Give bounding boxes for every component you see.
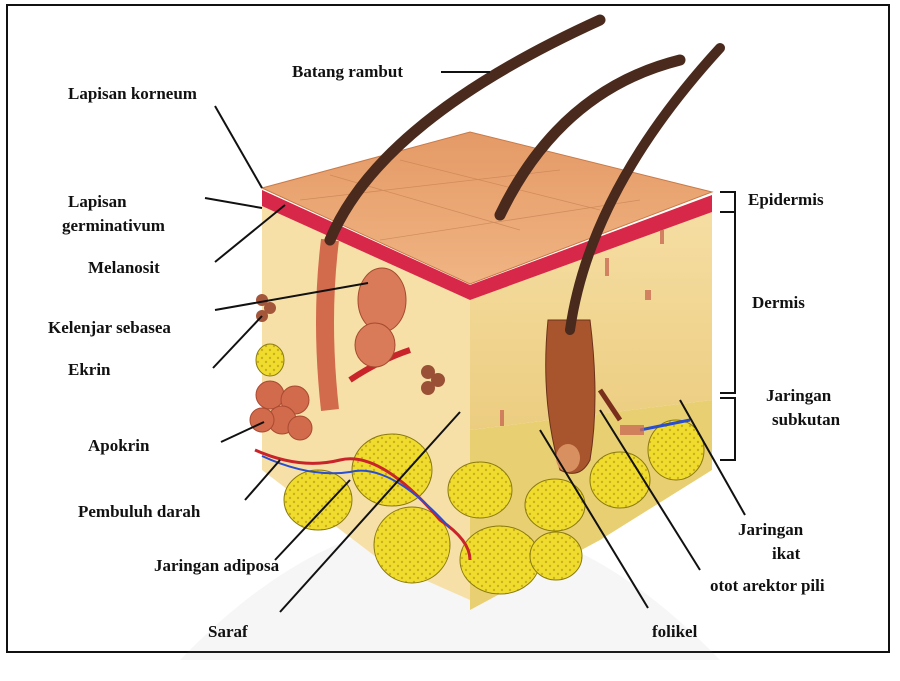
label-jaringan-ikat-line1: Jaringan (738, 520, 803, 540)
label-jaringan-subkutan-line2: subkutan (772, 410, 840, 430)
label-saraf: Saraf (208, 622, 248, 642)
label-lapisan-germinativum-line2: germinativum (62, 216, 165, 236)
label-dermis: Dermis (752, 293, 805, 313)
label-kelenjar-sebasea: Kelenjar sebasea (48, 318, 171, 338)
label-otot-arektor-pili: otot arektor pili (710, 576, 825, 596)
label-jaringan-ikat-line2: ikat (772, 544, 800, 564)
label-jaringan-subkutan-line1: Jaringan (766, 386, 831, 406)
label-ekrin: Ekrin (68, 360, 111, 380)
label-jaringan-adiposa: Jaringan adiposa (154, 556, 279, 576)
label-pembuluh-darah: Pembuluh darah (78, 502, 200, 522)
label-epidermis: Epidermis (748, 190, 824, 210)
label-melanosit: Melanosit (88, 258, 160, 278)
apokrin-gland (250, 381, 312, 440)
label-folikel: folikel (652, 622, 697, 642)
label-batang-rambut: Batang rambut (292, 62, 403, 82)
label-lapisan-germinativum-line1: Lapisan (68, 192, 127, 212)
follicle-left (325, 240, 330, 410)
label-lapisan-korneum: Lapisan korneum (68, 84, 197, 104)
label-apokrin: Apokrin (88, 436, 149, 456)
